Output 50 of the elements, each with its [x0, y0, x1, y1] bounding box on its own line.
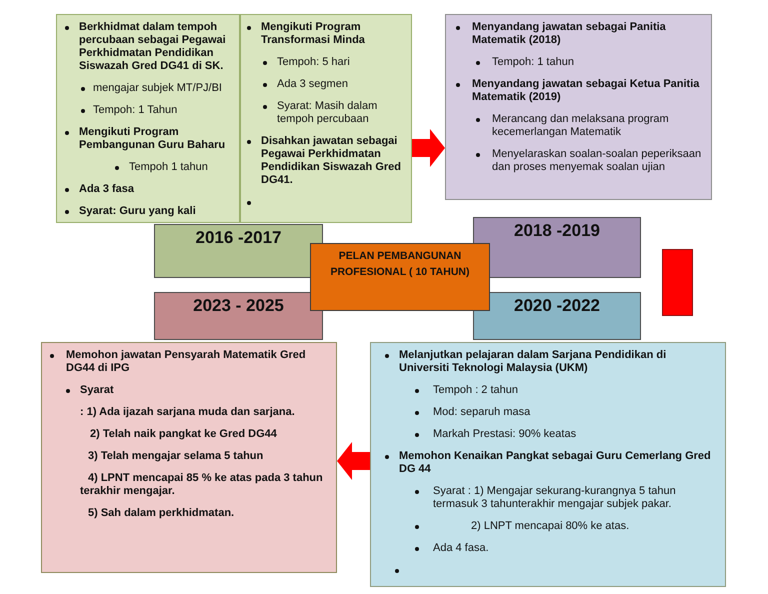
item-text: Ada 3 segmen — [277, 78, 349, 91]
item-heading: Ada 3 fasa — [79, 183, 136, 196]
info-card — [445, 14, 712, 200]
item-text: Tempoh: 1 Tahun — [93, 104, 178, 117]
item-text: 2) LNPT mencapai 80% ke atas. — [471, 520, 630, 533]
item-heading: Syarat — [80, 384, 115, 397]
period-label: 2016 -2017 — [195, 227, 282, 248]
item-text: Tempoh 1 tahun — [129, 161, 209, 174]
item-heading: Mengikuti Program Pembangunan Guru Baharu — [79, 126, 226, 152]
item-text: Tempoh : 2 tahun — [433, 384, 520, 397]
requirement-text: 3) Telah mengajar selama 5 tahun — [88, 450, 264, 463]
requirement-text: 5) Sah dalam perkhidmatan. — [88, 507, 236, 520]
item-text: Ada 4 fasa. — [433, 542, 490, 555]
item-heading: Mengikuti Program Transformasi Minda — [261, 21, 366, 47]
item-heading: Menyandang jawatan sebagai Ketua Panitia Matematik (2019) — [472, 78, 700, 104]
vertical-bar — [662, 249, 693, 316]
info-card — [240, 14, 412, 223]
item-text: Mod: separuh masa — [433, 406, 532, 419]
item-heading: Memohon Kenaikan Pangkat sebagai Guru Cemerlang Gred DG 44 — [399, 450, 712, 476]
period-label: 2023 - 2025 — [193, 295, 284, 316]
requirement-text: 4) LPNT mencapai 85 % ke atas pada 3 tahun terakhir mengajar. — [80, 472, 324, 498]
item-text: Markah Prestasi: 90% keatas — [433, 428, 578, 441]
info-card — [370, 342, 726, 587]
item-text: Syarat: Masih dalam tempoh percubaan — [277, 100, 378, 126]
period-panel — [154, 292, 323, 340]
item-text: Tempoh: 5 hari — [277, 56, 351, 69]
item-heading: Berkhidmat dalam tempoh percubaan sebagai Pegawai Perkhidmatan Pendidikan Siswazah Gred DG41 di SK. — [79, 21, 227, 73]
period-panel — [473, 217, 641, 278]
item-heading: Disahkan jawatan sebagai Pegawai Perkhidmatan Pendidikan Siswazah Gred DG41. — [261, 135, 402, 187]
block-arrow — [337, 442, 370, 480]
item-text: Syarat : 1) Mengajar sekurang-kurangnya 5 tahun termasuk 3 tahunterakhir mengajar subjek pakar. — [433, 485, 677, 511]
period-panel — [473, 292, 641, 340]
requirement-text: : 1) Ada ijazah sarjana muda dan sarjana. — [80, 406, 296, 419]
item-text: Merancang dan melaksana program kecemerlangan Matematik — [492, 113, 670, 139]
info-card — [56, 14, 240, 223]
requirement-text: 2) Telah naik pangkat ke Gred DG44 — [90, 428, 278, 441]
item-text: mengajar subjek MT/PJ/BI — [93, 82, 223, 95]
plan-title: PELAN PEMBANGUNAN PROFESIONAL ( 10 TAHUN) — [329, 249, 471, 280]
item-heading: Menyandang jawatan sebagai Panitia Matematik (2018) — [472, 21, 667, 47]
period-label: 2020 -2022 — [514, 295, 600, 316]
title-panel — [310, 243, 490, 311]
item-heading: Memohon jawatan Pensyarah Matematik Gred DG44 di IPG — [66, 349, 307, 375]
item-text: Menyelaraskan soalan-soalan peperiksaan dan proses menyemak soalan ujian — [492, 148, 702, 174]
info-card — [41, 342, 337, 573]
item-heading: Melanjutkan pelajaran dalam Sarjana Pendidikan di Universiti Teknologi Malaysia (UKM) — [399, 349, 668, 375]
item-text: Tempoh: 1 tahun — [492, 56, 575, 69]
period-panel — [154, 224, 323, 278]
period-label: 2018 -2019 — [514, 220, 600, 241]
block-arrow — [412, 129, 445, 167]
item-heading: Syarat: Guru yang kali — [79, 205, 197, 218]
